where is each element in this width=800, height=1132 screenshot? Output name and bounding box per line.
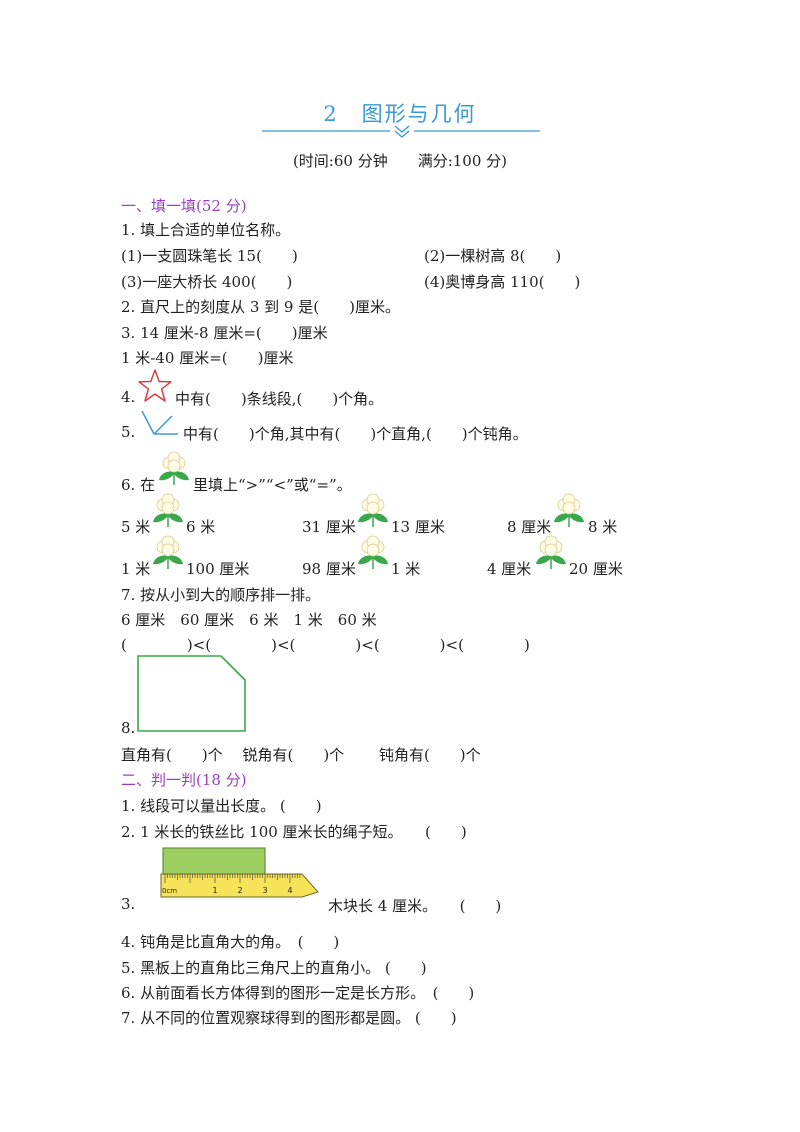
compare-right: 8 米: [588, 518, 618, 536]
q1-text: 1. 填上合适的单位名称。: [121, 221, 291, 239]
ruler-label: 2: [237, 886, 242, 895]
q8-text: 直角有( )个 锐角有( )个 钝角有( )个: [121, 746, 481, 764]
judge-1: 1. 线段可以量出长度。 ( ): [121, 797, 322, 815]
ruler: [160, 873, 319, 898]
q4-text: 中有( )条线段,( )个角。: [175, 390, 384, 408]
section-1-heading: 一、填一填(52 分): [121, 197, 247, 215]
flower-icon[interactable]: [356, 535, 390, 570]
q1-d: (4)奥博身高 110( ): [424, 273, 581, 291]
q1-c: (3)一座大桥长 400( ): [121, 273, 293, 291]
judge-3-number: 3.: [121, 895, 136, 913]
flower-icon[interactable]: [356, 493, 390, 528]
q5-number: 5.: [121, 423, 136, 441]
compare-left: 8 厘米: [507, 518, 552, 536]
wooden-block: [162, 847, 266, 875]
pentagon-figure: [137, 655, 246, 732]
q7-blanks: ( )<( )<( )<( )<( ): [121, 636, 530, 654]
flower-icon[interactable]: [552, 493, 586, 528]
angle-figure-icon: [141, 410, 178, 435]
judge-5: 5. 黑板上的直角比三角尺上的直角小。 ( ): [121, 959, 427, 977]
flower-icon[interactable]: [534, 535, 568, 570]
q8-number: 8.: [121, 719, 136, 737]
page-title: 2 图形与几何: [323, 102, 477, 126]
compare-right: 20 厘米: [569, 560, 623, 578]
compare-right: 100 厘米: [186, 560, 250, 578]
flower-icon[interactable]: [151, 535, 185, 570]
q7-items: 6 厘米 60 厘米 6 米 1 米 60 米: [121, 611, 377, 629]
judge-4: 4. 钝角是比直角大的角。 ( ): [121, 933, 340, 951]
star-icon: [138, 369, 172, 402]
compare-right: 6 米: [186, 518, 216, 536]
compare-left: 4 厘米: [487, 560, 532, 578]
q1-a: (1)一支圆珠笔长 15( ): [121, 247, 298, 265]
page-subtitle: (时间:60 分钟 满分:100 分): [292, 152, 508, 170]
compare-left: 98 厘米: [302, 560, 356, 578]
q2-text: 2. 直尺上的刻度从 3 到 9 是( )厘米。: [121, 298, 400, 316]
q4-number: 4.: [121, 388, 136, 406]
q1-b: (2)一棵树高 8( ): [424, 247, 562, 265]
q6-number: 6. 在: [121, 476, 156, 494]
compare-left: 1 米: [121, 560, 151, 578]
compare-left: 31 厘米: [302, 518, 356, 536]
section-2-heading: 二、判一判(18 分): [121, 771, 247, 789]
q6-text: 里填上“>”“<”或“=”。: [193, 476, 352, 494]
q3a-text: 3. 14 厘米-8 厘米=( )厘米: [121, 324, 328, 342]
title-decoration: [262, 125, 540, 138]
compare-right: 13 厘米: [391, 518, 445, 536]
ruler-unit-label: 0cm: [162, 887, 177, 895]
flower-icon[interactable]: [151, 493, 185, 528]
q5-text: 中有( )个角,其中有( )个直角,( )个钝角。: [183, 425, 528, 443]
compare-right: 1 米: [391, 560, 421, 578]
compare-left: 5 米: [121, 518, 151, 536]
q7-text: 7. 按从小到大的顺序排一排。: [121, 586, 321, 604]
ruler-figure: 0cm 1 2 3 4 5: [160, 847, 319, 898]
judge-3-text: 木块长 4 厘米。 ( ): [328, 897, 502, 915]
flower-icon: [159, 451, 189, 485]
judge-2: 2. 1 米长的铁丝比 100 厘米长的绳子短。 ( ): [121, 823, 467, 841]
q3b-text: 1 米-40 厘米=( )厘米: [121, 349, 294, 367]
ruler-label: 4: [287, 886, 292, 895]
judge-7: 7. 从不同的位置观察球得到的图形都是圆。 ( ): [121, 1009, 457, 1027]
ruler-label: 3: [262, 886, 267, 895]
ruler-label: 1: [212, 886, 217, 895]
ruler-ticks: [164, 874, 301, 883]
judge-6: 6. 从前面看长方体得到的图形一定是长方形。 ( ): [121, 984, 475, 1002]
